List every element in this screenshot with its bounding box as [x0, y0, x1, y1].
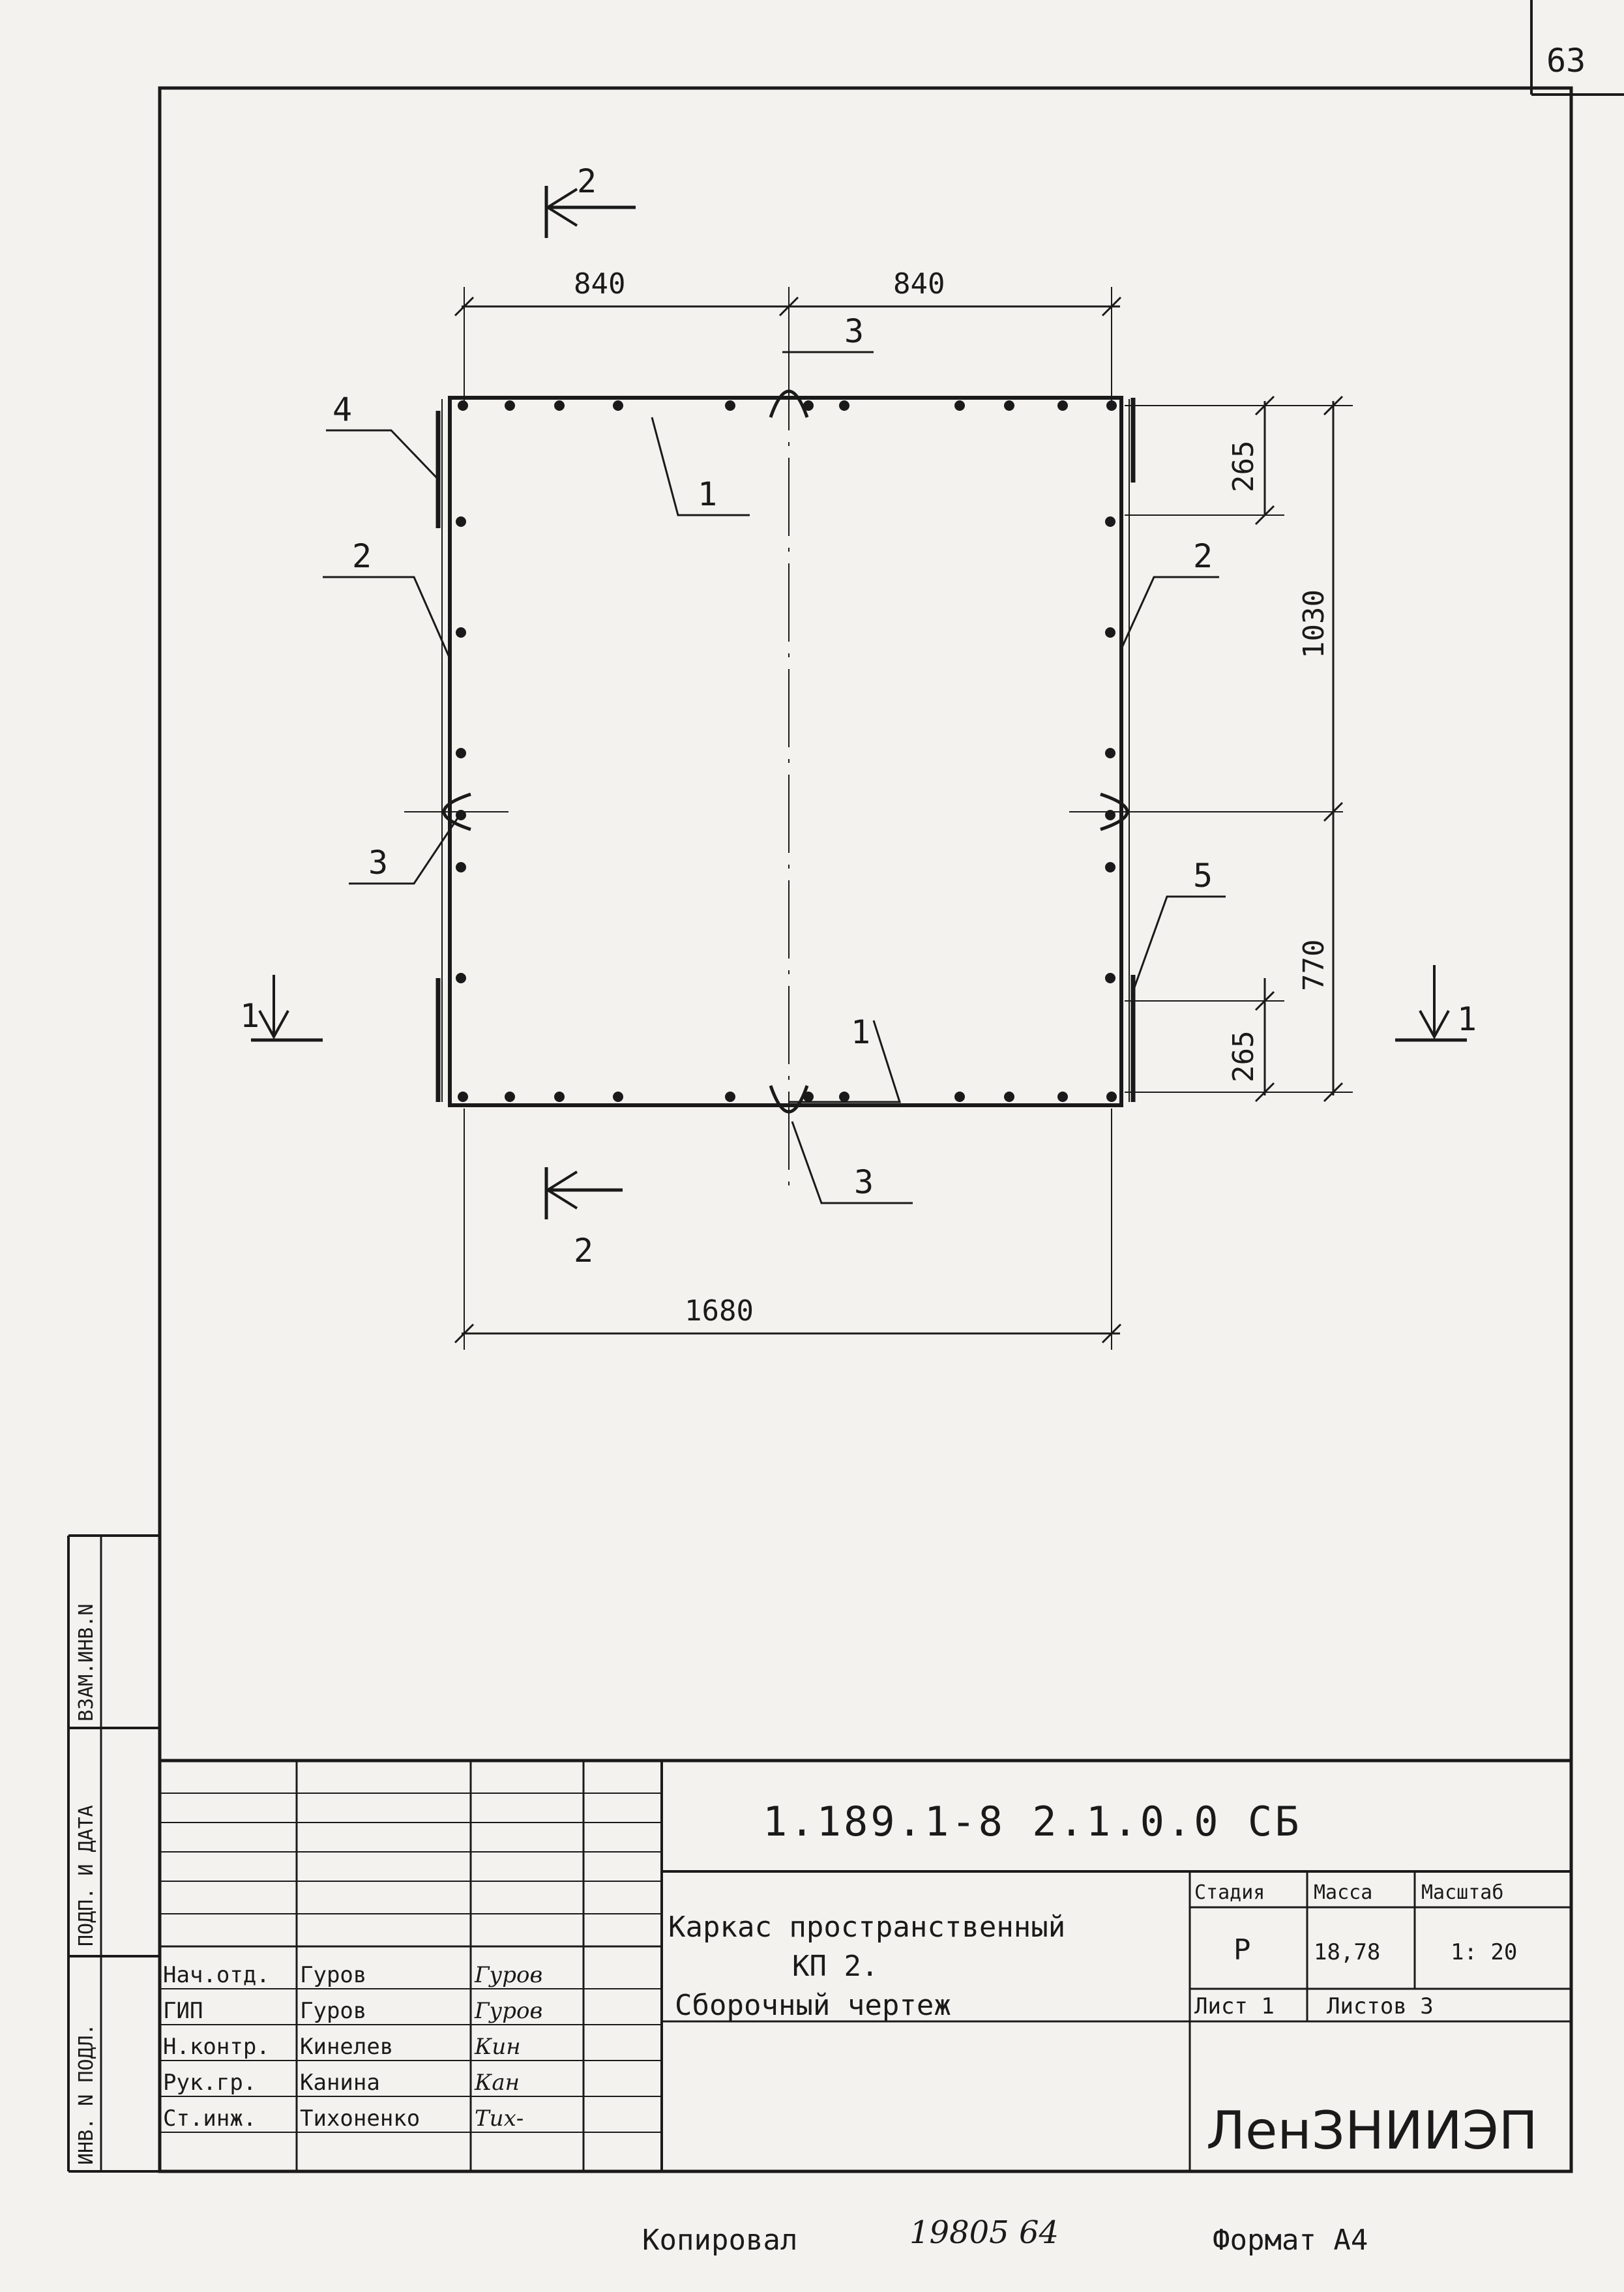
mass-value: 18,78 — [1314, 1939, 1380, 1965]
staff-signature: Кан — [474, 2070, 520, 2096]
dim-right-upper-long: 1030 — [1297, 589, 1331, 659]
pos-3-bottom: 3 — [854, 1163, 874, 1201]
bar-dots — [456, 400, 1117, 1102]
staff-name: Кинелев — [300, 2034, 393, 2060]
pos-1-top: 1 — [698, 475, 717, 513]
sheet-label: Лист 1 — [1194, 1993, 1275, 2019]
stage-label: Стадия — [1194, 1881, 1265, 1904]
staff-name: Канина — [300, 2070, 380, 2096]
dim-right-lower-long: 770 — [1297, 940, 1331, 991]
pos-3-left: 3 — [368, 844, 388, 882]
title-line-3: Сборочный чертеж — [675, 1989, 951, 2022]
section-1-left: 1 — [240, 997, 259, 1035]
sheets-label: Листов 3 — [1327, 1993, 1434, 2019]
format-label: Формат А4 — [1213, 2224, 1368, 2257]
pos-1-bottom: 1 — [851, 1013, 870, 1051]
staff-name: Тихоненко — [300, 2106, 420, 2132]
stamp-replaced-inv: ВЗАМ.ИНВ.N — [75, 1603, 98, 1721]
mass-label: Масса — [1314, 1881, 1372, 1904]
staff-role: Нач.отд. — [163, 1962, 270, 1988]
section-2-bottom: 2 — [574, 1232, 593, 1270]
cage-plan — [404, 352, 1343, 1187]
staff-signature: Тих- — [475, 2106, 524, 2132]
dim-right-upper-short: 265 — [1227, 441, 1260, 492]
staff-role: ГИП — [163, 1998, 203, 2024]
loop-top — [769, 389, 809, 418]
dim-right-lower-short: 265 — [1227, 1031, 1260, 1082]
pos-5: 5 — [1193, 857, 1213, 895]
stage-value: Р — [1233, 1933, 1251, 1967]
title-block — [160, 1759, 1571, 2171]
doc-code: 1.189.1-8 2.1.0.0 СБ — [763, 1798, 1302, 1845]
dimension-lines — [454, 287, 1353, 1350]
dim-top-right: 840 — [893, 267, 945, 301]
cage-outline — [448, 396, 1123, 1107]
staff-name: Гуров — [300, 1998, 366, 2024]
side-stamp: ВЗАМ.ИНВ.N ПОДП. И ДАТА ИНВ. N ПОДЛ. — [67, 1534, 160, 2173]
copied-label: Копировал — [642, 2224, 797, 2257]
section-1-right: 1 — [1457, 1000, 1477, 1038]
staff-signature: Гуров — [474, 1962, 542, 1988]
pos-3-top: 3 — [844, 312, 864, 350]
page-number: 63 — [1546, 42, 1586, 80]
staff-role: Рук.гр. — [163, 2070, 256, 2096]
staff-name: Гуров — [300, 1962, 366, 1988]
dim-bottom-total: 1680 — [685, 1294, 754, 1328]
drawing-frame — [158, 86, 1573, 2173]
stamp-sign-date: ПОДП. И ДАТА — [75, 1805, 98, 1946]
leader-lines — [323, 351, 1226, 1204]
section-2-top: 2 — [577, 162, 597, 200]
scale-value: 1: 20 — [1451, 1939, 1517, 1965]
pos-2-left: 2 — [352, 537, 372, 575]
pos-4: 4 — [332, 391, 352, 428]
section-markers — [251, 186, 1467, 1219]
scale-label: Масштаб — [1421, 1881, 1503, 1904]
staff-signature: Гуров — [474, 1998, 542, 2024]
loop-bottom — [769, 1085, 809, 1114]
staff-role: Н.контр. — [163, 2034, 270, 2060]
organization-name: ЛенЗНИИЭП — [1206, 2100, 1538, 2161]
pos-2-right: 2 — [1193, 537, 1213, 575]
copied-number: 19805 64 — [909, 2214, 1059, 2251]
dim-top-left: 840 — [574, 267, 625, 301]
title-line-1: Каркас пространственный — [668, 1911, 1065, 1944]
staff-role: Ст.инж. — [163, 2106, 256, 2132]
title-line-2: КП 2. — [792, 1950, 878, 1983]
staff-signature: Кин — [474, 2034, 521, 2060]
stamp-inv-orig: ИНВ. N ПОДЛ. — [75, 2023, 98, 2165]
